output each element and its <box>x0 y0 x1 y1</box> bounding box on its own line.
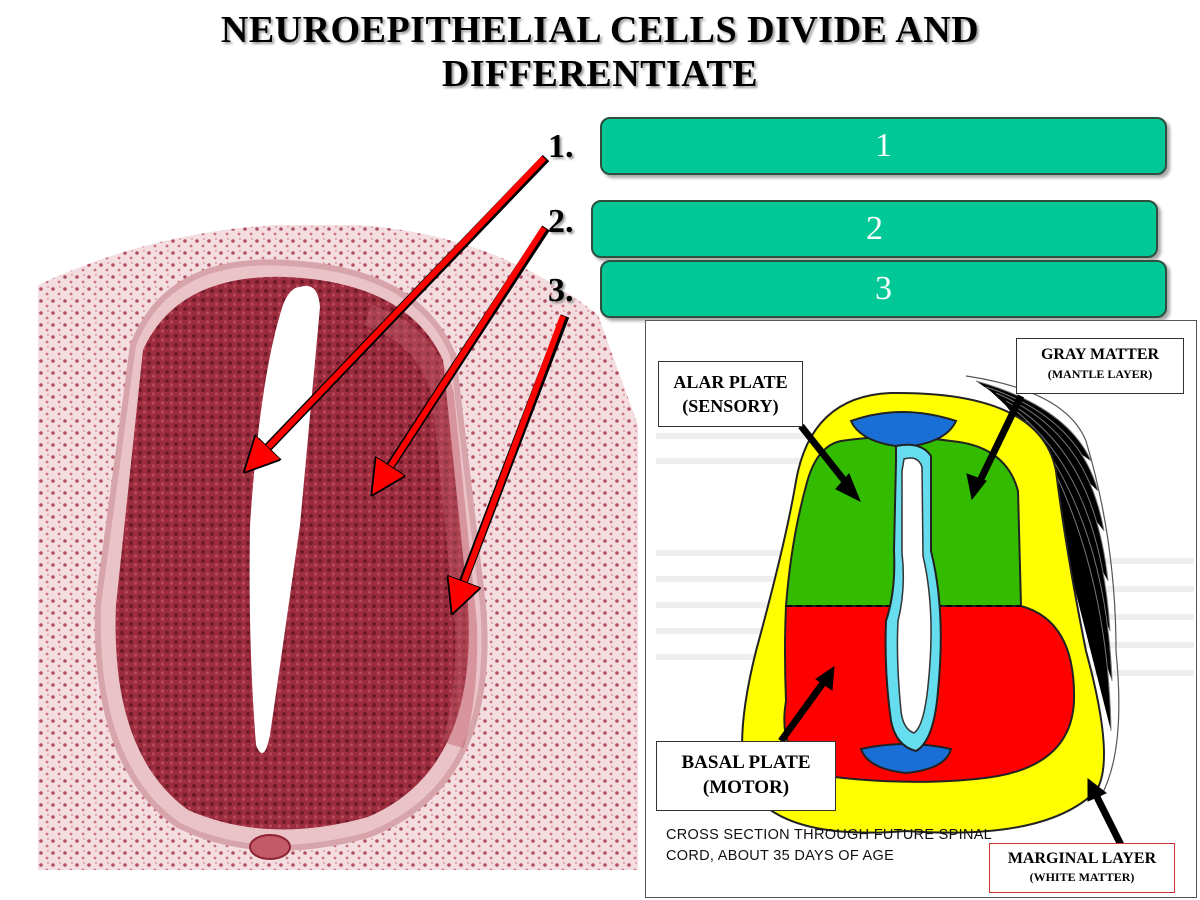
title-line-1: NEUROEPITHELIAL CELLS DIVIDE AND <box>220 9 980 51</box>
answer-number-2: 2. <box>548 203 574 240</box>
diagram-caption-line1: CROSS SECTION THROUGH FUTURE SPINAL <box>666 827 993 843</box>
answer-box-1[interactable]: 1 <box>600 117 1167 175</box>
answer-number-3: 3. <box>548 272 574 309</box>
answer-number-1: 1. <box>548 128 574 165</box>
diagram-caption: CROSS SECTION THROUGH FUTURE SPINAL CORD… <box>666 825 992 867</box>
basal-plate-label: BASAL PLATE (MOTOR) <box>656 741 836 811</box>
red-arrow-icon <box>250 154 550 466</box>
title-line-2: DIFFERENTIATE <box>441 53 759 95</box>
basal-plate-label-line1: BASAL PLATE <box>681 752 811 773</box>
marginal-layer-label-line2: (WHITE MATTER) <box>1029 870 1135 884</box>
gray-matter-label: GRAY MATTER (MANTLE LAYER) <box>1016 338 1184 394</box>
basal-plate-label-line2: (MOTOR) <box>702 777 790 798</box>
spinal-cord-cross-section-diagram: ALAR PLATE (SENSORY) GRAY MATTER (MANTLE… <box>645 320 1197 898</box>
marginal-layer-label: MARGINAL LAYER (WHITE MATTER) <box>989 843 1175 893</box>
gray-matter-label-line2: (MANTLE LAYER) <box>1047 367 1153 381</box>
gray-matter-label-line1: GRAY MATTER <box>1040 346 1160 363</box>
neural-tube-histology-image <box>38 225 638 870</box>
answer-box-2[interactable]: 2 <box>591 200 1158 258</box>
marginal-layer-label-line1: MARGINAL LAYER <box>1007 850 1157 867</box>
red-arrow-icon <box>376 225 550 488</box>
alar-plate-label-line1: ALAR PLATE <box>673 372 788 392</box>
slide-title: NEUROEPITHELIAL CELLS DIVIDE AND DIFFERE… <box>0 8 1200 96</box>
alar-plate-label-line2: (SENSORY) <box>682 396 779 416</box>
red-arrow-icon <box>454 314 570 606</box>
diagram-caption-line2: CORD, ABOUT 35 DAYS OF AGE <box>666 848 895 864</box>
answer-box-3[interactable]: 3 <box>600 260 1167 318</box>
alar-plate-label: ALAR PLATE (SENSORY) <box>658 361 803 427</box>
